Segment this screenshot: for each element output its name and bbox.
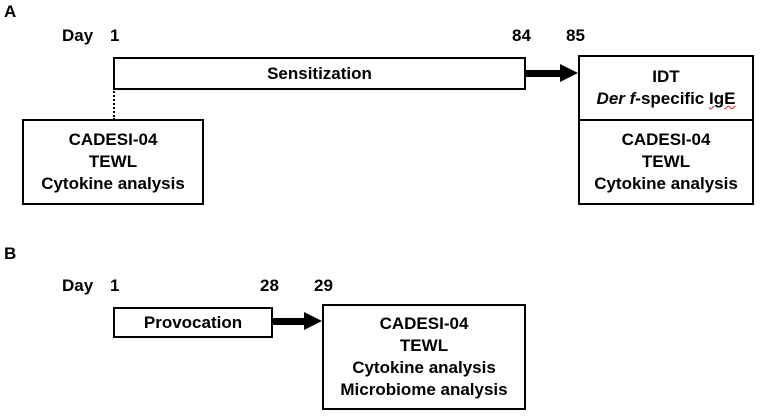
end-box-line-1: CADESI-04: [621, 130, 711, 149]
specific-text: -specific: [635, 89, 709, 108]
arrow-b-shaft: [273, 318, 306, 325]
end-box-line-2: TEWL: [641, 152, 691, 171]
panel-a-label: A: [4, 2, 17, 21]
sensitization-label: Sensitization: [267, 63, 372, 83]
panel-a-end-box: CADESI-04 TEWL Cytokine analysis: [578, 119, 754, 205]
arrow-a-head: [560, 64, 578, 82]
start-box-line-2: TEWL: [88, 152, 138, 171]
provocation-label: Provocation: [143, 312, 243, 332]
panel-a-day-label: Day: [62, 26, 94, 45]
arrow-a-shaft: [526, 70, 562, 77]
panel-b-day-28: 28: [260, 276, 279, 295]
dotted-connector: [113, 88, 115, 120]
panel-b-day-1: 1: [110, 276, 120, 295]
panel-a-day-1: 1: [110, 26, 120, 45]
der-f-text: Der f: [596, 89, 636, 108]
panel-b-day-29: 29: [314, 276, 333, 295]
b-end-line-1: CADESI-04: [379, 314, 469, 333]
b-end-line-2: TEWL: [399, 336, 449, 355]
panel-a-start-box: CADESI-04 TEWL Cytokine analysis: [22, 119, 204, 205]
provocation-bar: Provocation: [113, 307, 273, 338]
b-end-line-4: Microbiome analysis: [340, 380, 508, 399]
b-end-line-3: Cytokine analysis: [352, 358, 496, 377]
idt-line-1: IDT: [652, 67, 680, 86]
ige-text: IgE: [708, 89, 736, 108]
start-box-line-1: CADESI-04: [68, 130, 158, 149]
panel-b-day-label: Day: [62, 276, 94, 295]
panel-a-day-84: 84: [512, 26, 531, 45]
panel-b-end-box: CADESI-04 TEWL Cytokine analysis Microbi…: [322, 304, 526, 410]
arrow-b-head: [304, 312, 322, 330]
end-box-line-3: Cytokine analysis: [594, 174, 738, 193]
idt-line-2: Der f-specific IgE: [597, 88, 736, 110]
panel-a-idt-box: IDT Der f-specific IgE: [578, 55, 754, 121]
sensitization-bar: Sensitization: [113, 57, 526, 90]
panel-b-label: B: [4, 244, 17, 263]
start-box-line-3: Cytokine analysis: [41, 174, 185, 193]
panel-a-day-85: 85: [566, 26, 585, 45]
